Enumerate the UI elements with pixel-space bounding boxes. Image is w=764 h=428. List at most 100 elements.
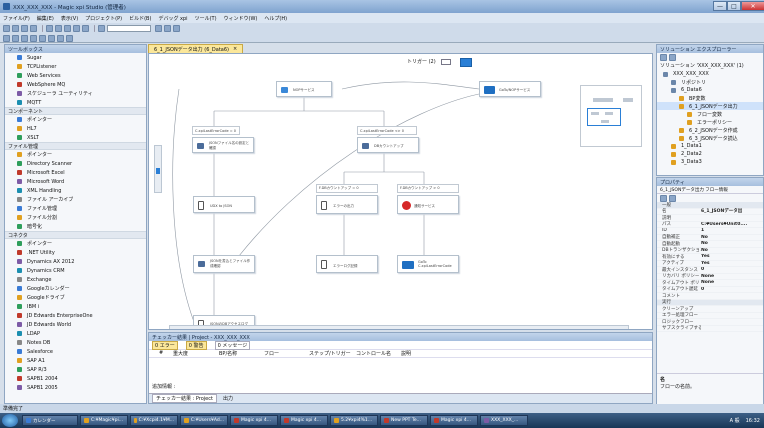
property-value[interactable]: None [701,280,715,286]
format-icon[interactable] [3,34,10,42]
cut-icon[interactable] [46,24,53,32]
column-header[interactable]: BP/名称 [219,351,238,357]
property-row[interactable]: 一般 [657,202,763,209]
node-nop-service[interactable]: NOPサービス [276,81,332,97]
toolbox-item[interactable]: Web Services [5,71,146,80]
toolbox-category[interactable]: コネクタ [5,231,146,239]
node-notify-service[interactable]: 通知サービス [397,195,459,214]
messages-filter[interactable]: 0 メッセージ [214,340,251,350]
solution-item[interactable]: リポジトリ [657,78,763,86]
taskbar-button[interactable]: 5.2¥xpi4%1... [330,415,378,426]
tab-flow-document[interactable]: 6_1_JSONデータ出力 (6_Data6) × [148,44,244,53]
solution-item[interactable]: 3_Data3 [657,158,763,166]
taskbar-button[interactable]: Magic xpi 4... [230,415,278,426]
toolbox-item[interactable]: ファイル管理 [5,204,146,213]
toolbox-item[interactable]: ファイル分割 [5,213,146,222]
redo-icon[interactable] [82,24,89,32]
toolbox-item[interactable]: ポインター [5,115,146,124]
taskbar-button[interactable]: Magic xpi 4... [430,415,478,426]
toolbox-item[interactable]: HL7 [5,124,146,133]
properties-subject[interactable]: 6_1_JSONデータ出力 フロー情報 [657,186,763,194]
menu-edit[interactable]: 編集(E) [36,15,54,22]
maximize-button[interactable]: □ [727,1,741,11]
warnings-filter[interactable]: 0 警告 [185,340,207,350]
solution-item[interactable]: 6_Data6 [657,86,763,94]
column-header[interactable]: コントロール名 [356,351,392,357]
toolbox-item[interactable]: SAPB1 2004 [5,374,146,383]
taskbar-clock[interactable]: 16:32 [745,417,760,424]
solution-item[interactable]: 2_Data2 [657,150,763,158]
zoom-thumb[interactable] [156,168,160,174]
toolbox-item[interactable]: JD Edwards EnterpriseOne [5,311,146,320]
close-button[interactable]: ✕ [741,1,764,11]
toolbox-item[interactable]: スケジューラ ユーティリティ [5,89,146,98]
flow-canvas[interactable]: トリガー (2) [148,53,653,330]
uncomment-icon[interactable] [48,34,55,42]
toolbox-item[interactable]: LDAP [5,329,146,338]
solution-item[interactable]: 6_2_JSONデータ作成 [657,126,763,134]
menu-view[interactable]: 表示(V) [60,15,79,22]
trigger-view-icon[interactable] [460,58,472,67]
column-header[interactable]: ステップ/トリガー [309,351,351,357]
property-value[interactable]: 6_1_JSONデータ出 [701,209,743,215]
tab-checker-results[interactable]: チェッカー結果 : Project [152,394,217,403]
property-value[interactable]: Yes [701,260,710,266]
taskbar-button[interactable]: New PPT Te... [380,415,428,426]
property-row[interactable]: サブスクライブする [657,326,763,332]
toolbox-item[interactable]: Notes DB [5,338,146,347]
solution-item[interactable]: 6_3_JSONデータ読込 [657,134,763,142]
toolbox-item[interactable]: Googleカレンダー [5,284,146,293]
toolbox-item[interactable]: Microsoft Word [5,177,146,186]
open-icon[interactable] [12,24,19,32]
align-center-icon[interactable] [21,34,28,42]
solution-item[interactable]: エラーポリシー [657,118,763,126]
breakpoint-icon[interactable] [66,34,73,42]
node-goto-error-code[interactable]: GoTo C.xpiLastErrorCode [397,255,459,273]
taskbar-button[interactable]: XXX_XXX_... [480,415,528,426]
save-all-icon[interactable] [30,24,37,32]
node-json-write[interactable]: JSONを書込とファイル作成確認 [193,255,255,273]
toolbox-item[interactable]: JD Edwards World [5,320,146,329]
menu-file[interactable]: ファイル(F) [3,15,30,22]
run-icon[interactable] [98,24,105,32]
toolbox-item[interactable]: Microsoft Excel [5,168,146,177]
node-json-file-name[interactable]: JSONファイル名の設定と確認 [192,137,254,153]
property-row[interactable]: クリーンアップ [657,306,763,313]
toolbox-item[interactable]: MQTT [5,98,146,107]
node-db-count-up[interactable]: DBカウントアップ [357,137,419,153]
property-row[interactable]: 実行 [657,299,763,306]
branch-header-count-positive[interactable]: F.DBカウントアップ > 0 [397,184,459,193]
property-value[interactable]: 1 [701,228,705,234]
start-button[interactable] [2,414,18,427]
align-right-icon[interactable] [30,34,37,42]
align-left-icon[interactable] [12,34,19,42]
node-udx-to-json[interactable]: UDX to JSON [193,196,255,213]
toolbox-item[interactable]: XSLT [5,133,146,142]
minimize-button[interactable]: — [713,1,727,11]
undo-icon[interactable] [73,24,80,32]
paste-icon[interactable] [64,24,71,32]
solution-item[interactable]: XXX_XXX_XXX [657,70,763,78]
trigger-label[interactable]: トリガー (2) [407,59,436,65]
property-row[interactable]: 説明 [657,215,763,222]
ime-indicator[interactable]: A 般 [729,418,740,424]
toolbox-item[interactable]: .NET Utility [5,248,146,257]
menu-help[interactable]: ヘルプ(H) [264,15,288,22]
taskbar-button[interactable]: C:¥Magic¥pi... [80,415,128,426]
toolbox-icon[interactable] [173,24,180,32]
solution-root[interactable]: ソリューション 'XXX_XXX_XXX' (1) [660,63,744,69]
property-row[interactable]: ロジックフロー [657,319,763,326]
branch-header-ok[interactable]: C.xpiLastErrorCode = 0 [192,126,240,135]
tab-output[interactable]: 出力 [222,396,233,402]
column-header[interactable]: 重大度 [173,351,189,357]
errors-filter[interactable]: 0 エラー [152,340,178,350]
property-value[interactable]: No [701,241,708,247]
configuration-dropdown[interactable] [107,24,151,32]
